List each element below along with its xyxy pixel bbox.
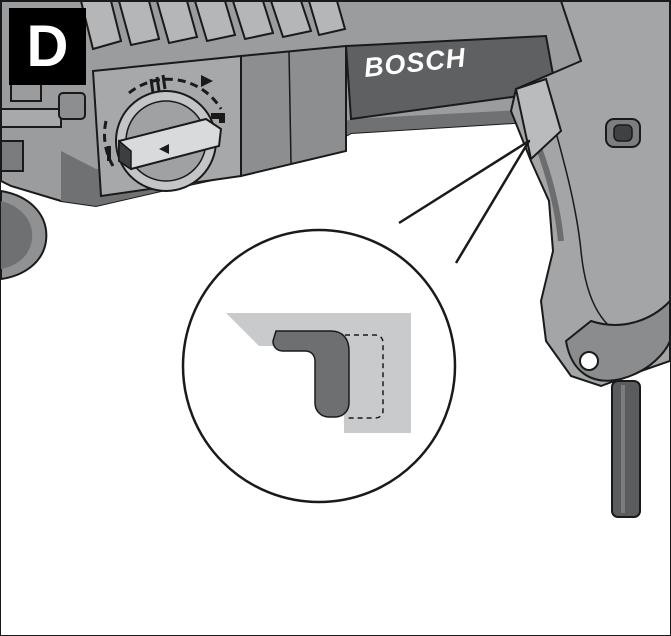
panel-label: D xyxy=(9,8,86,85)
lock-button-icon xyxy=(605,118,641,148)
cooling-ribs xyxy=(79,1,347,51)
side-handle-disk xyxy=(1,189,48,281)
callout-magnifier xyxy=(181,139,531,504)
drill-handle xyxy=(509,1,670,388)
mode-selector-dial xyxy=(103,74,225,192)
power-cord xyxy=(611,380,641,518)
panel-letter: D xyxy=(26,13,69,79)
